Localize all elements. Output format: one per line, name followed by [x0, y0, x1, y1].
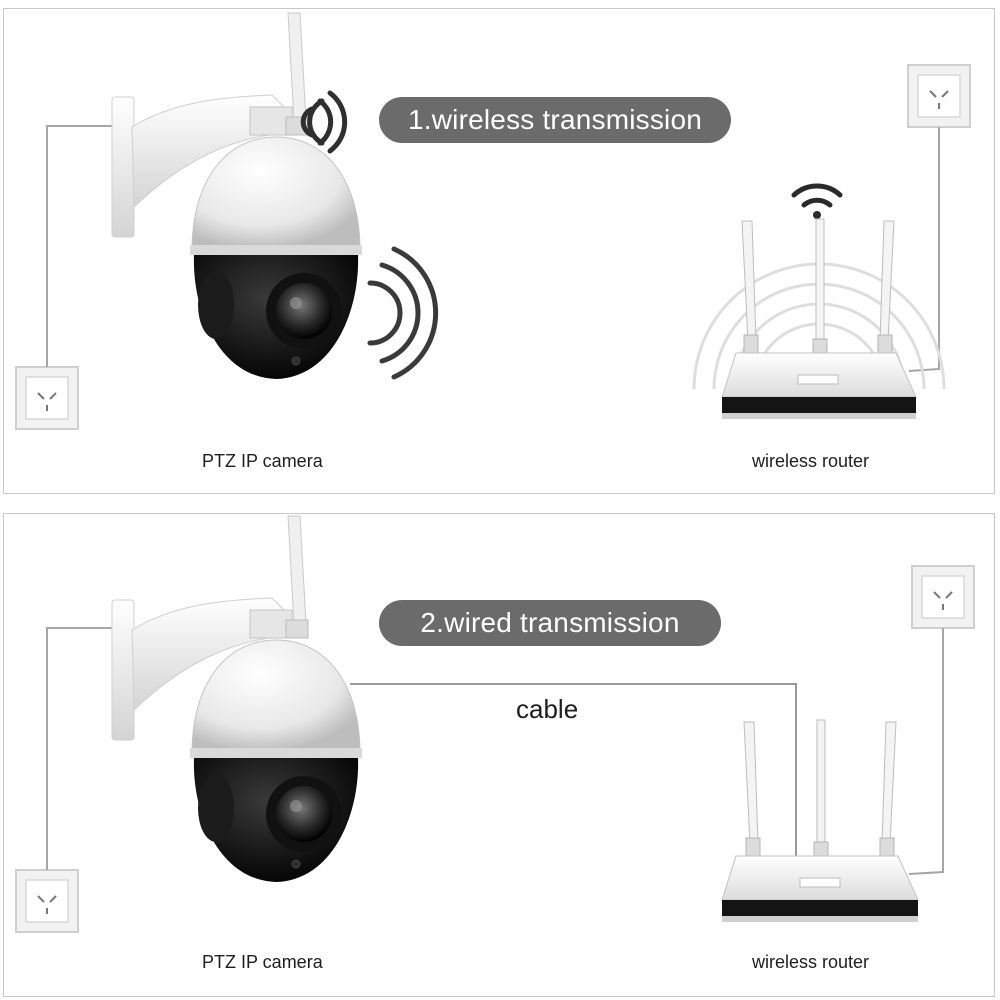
power-outlet-icon — [15, 869, 79, 933]
wired-scene — [15, 515, 975, 933]
antenna-icon — [285, 515, 309, 639]
router-power-wire — [908, 127, 940, 372]
panel-title-pill: 1.wireless transmission — [379, 97, 731, 143]
wifi-signal-icon — [300, 90, 348, 154]
router-label: wireless router — [752, 952, 870, 972]
cable-label: cable — [516, 694, 579, 724]
power-outlet-icon — [907, 64, 971, 128]
wireless-router — [721, 719, 919, 922]
wired-transmission-panel: 2.wired transmission cable PTZ IP camera… — [3, 513, 995, 997]
wireless-scene — [15, 12, 971, 430]
ptz-ip-camera — [190, 136, 362, 379]
power-wire — [46, 627, 114, 870]
panel-title-pill: 2.wired transmission — [379, 600, 721, 646]
wireless-transmission-panel: 1.wireless transmission PTZ IP camera wi… — [3, 8, 995, 494]
camera-signal-waves — [367, 246, 439, 380]
camera-mount-arm — [111, 597, 293, 741]
camera-label: PTZ IP camera — [202, 952, 323, 972]
cable-line — [350, 683, 797, 860]
power-outlet-icon — [911, 565, 975, 629]
camera-mount-arm — [111, 94, 293, 238]
camera-label: PTZ IP camera — [202, 451, 323, 471]
router-power-wire — [908, 628, 944, 875]
router-label: wireless router — [752, 451, 870, 471]
ptz-ip-camera — [190, 639, 362, 882]
wireless-router — [721, 218, 917, 419]
wifi-signal-icon — [791, 183, 843, 219]
power-outlet-icon — [15, 366, 79, 430]
power-wire — [46, 125, 114, 367]
